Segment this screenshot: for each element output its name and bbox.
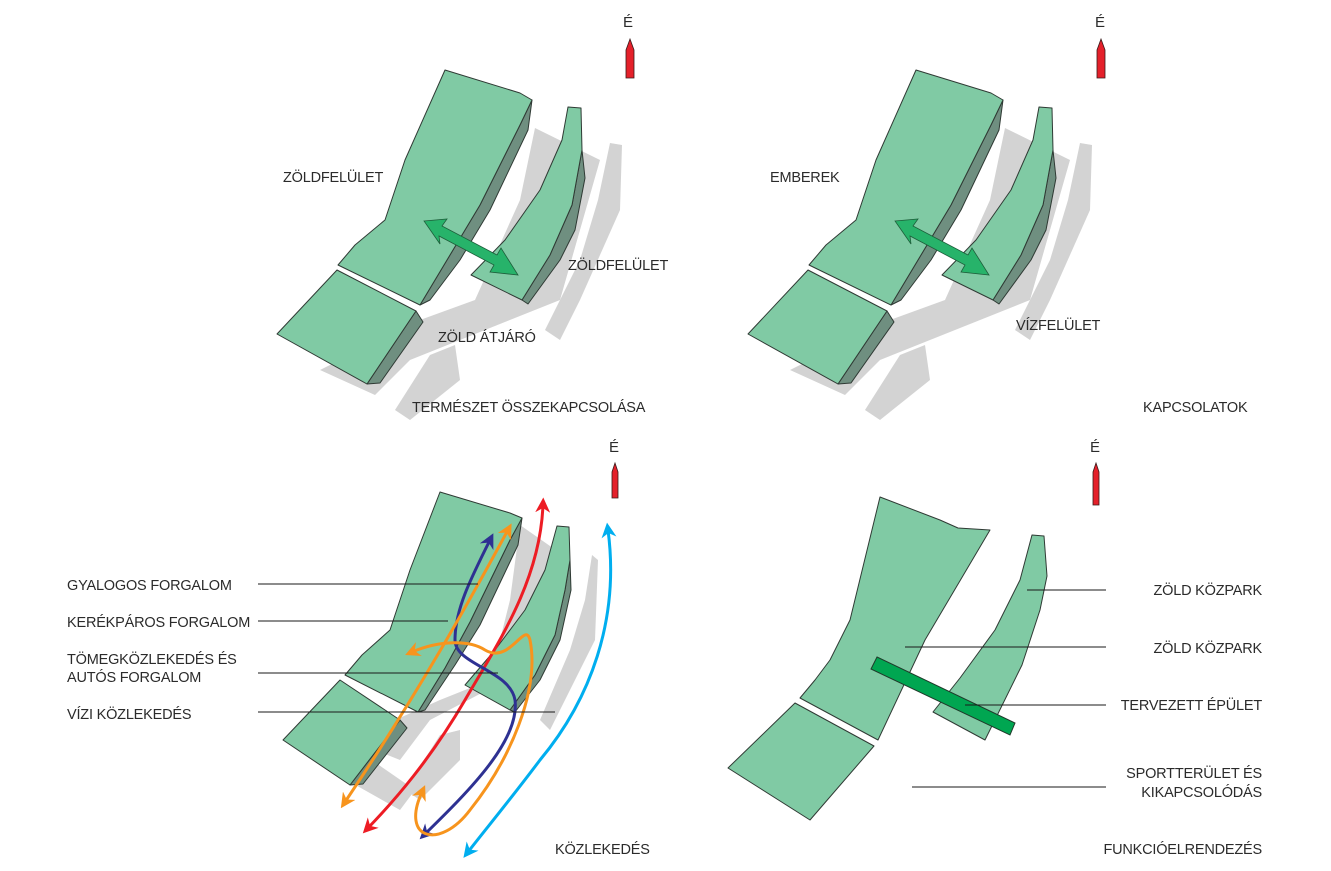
park-block-north bbox=[337, 69, 533, 306]
transport-legend: GYALOGOS FORGALOM KERÉKPÁROS FORGALOM TÖ… bbox=[67, 578, 250, 723]
panel-nature: É ZÖLDFELÜLET ZÖLDFELÜLET ZÖLD ÁTJÁRÓ TE… bbox=[276, 14, 669, 420]
label-green-passage: ZÖLD ÁTJÁRÓ bbox=[438, 328, 536, 346]
north-arrow-icon bbox=[1092, 461, 1100, 506]
legend-transit-line1: TÖMEGKÖZLEKEDÉS ÉS bbox=[67, 650, 237, 668]
functions-legend: ZÖLD KÖZPARK ZÖLD KÖZPARK TERVEZETT ÉPÜL… bbox=[1121, 581, 1263, 801]
label-green-surface-west: ZÖLDFELÜLET bbox=[283, 168, 383, 186]
north-arrow-icon bbox=[1096, 37, 1106, 79]
legend-bicycle: KERÉKPÁROS FORGALOM bbox=[67, 614, 250, 631]
label-people: EMBEREK bbox=[770, 170, 840, 186]
panel-title-nature: TERMÉSZET ÖSSZEKAPCSOLÁSA bbox=[412, 398, 646, 416]
north-arrow-icon bbox=[611, 461, 619, 499]
legend-leaders bbox=[258, 583, 555, 713]
shadows bbox=[320, 128, 622, 420]
park-east-strip bbox=[932, 534, 1048, 741]
panel-title-connections: KAPCSOLATOK bbox=[1143, 400, 1248, 416]
green-surface-main bbox=[337, 69, 533, 306]
legend-sport-line2: KIKAPCSOLÓDÁS bbox=[1141, 784, 1262, 801]
panel-connections: É EMBEREK VÍZFELÜLET KAPCSOLATOK bbox=[747, 14, 1248, 420]
legend-leaders bbox=[905, 589, 1106, 788]
legend-planned-building: TERVEZETT ÉPÜLET bbox=[1121, 696, 1263, 714]
park-block-south bbox=[747, 269, 895, 385]
north-label: É bbox=[1090, 439, 1100, 456]
sport-recreation-area bbox=[727, 702, 875, 821]
connection-arrow-icon bbox=[423, 218, 519, 276]
panel-transport: É bbox=[67, 439, 650, 858]
north-arrow-icon bbox=[625, 37, 635, 79]
legend-transit-line2: AUTÓS FORGALOM bbox=[67, 669, 201, 686]
park-central bbox=[799, 496, 991, 741]
traffic-flows bbox=[340, 497, 617, 858]
north-indicator: É bbox=[609, 439, 619, 499]
connection-arrow-icon bbox=[894, 218, 990, 276]
panel-functions: É ZÖLD KÖZPARK ZÖLD KÖZPARK TERVEZETT ÉP… bbox=[727, 439, 1263, 858]
north-indicator: É bbox=[1090, 439, 1100, 506]
north-indicator: É bbox=[1095, 14, 1106, 79]
park-block-south bbox=[276, 269, 424, 385]
north-label: É bbox=[623, 14, 633, 31]
shadows bbox=[790, 128, 1092, 420]
north-indicator: É bbox=[623, 14, 635, 79]
panel-title-transport: KÖZLEKEDÉS bbox=[555, 840, 650, 858]
bicycle-route-main bbox=[340, 523, 512, 809]
label-water-surface: VÍZFELÜLET bbox=[1016, 316, 1101, 334]
label-green-surface-east: ZÖLDFELÜLET bbox=[568, 256, 668, 274]
park-block-north bbox=[808, 69, 1004, 306]
legend-water-transport: VÍZI KÖZLEKEDÉS bbox=[67, 705, 191, 723]
planned-building bbox=[870, 656, 1016, 736]
north-label: É bbox=[1095, 14, 1105, 31]
bicycle-route-loop bbox=[405, 633, 534, 837]
legend-green-park-east: ZÖLD KÖZPARK bbox=[1153, 581, 1262, 599]
north-label: É bbox=[609, 439, 619, 456]
legend-green-park-central: ZÖLD KÖZPARK bbox=[1153, 639, 1262, 657]
panel-title-functions: FUNKCIÓELRENDEZÉS bbox=[1103, 841, 1262, 858]
legend-pedestrian: GYALOGOS FORGALOM bbox=[67, 578, 232, 594]
legend-sport-line1: SPORTTERÜLET ÉS bbox=[1126, 764, 1262, 782]
